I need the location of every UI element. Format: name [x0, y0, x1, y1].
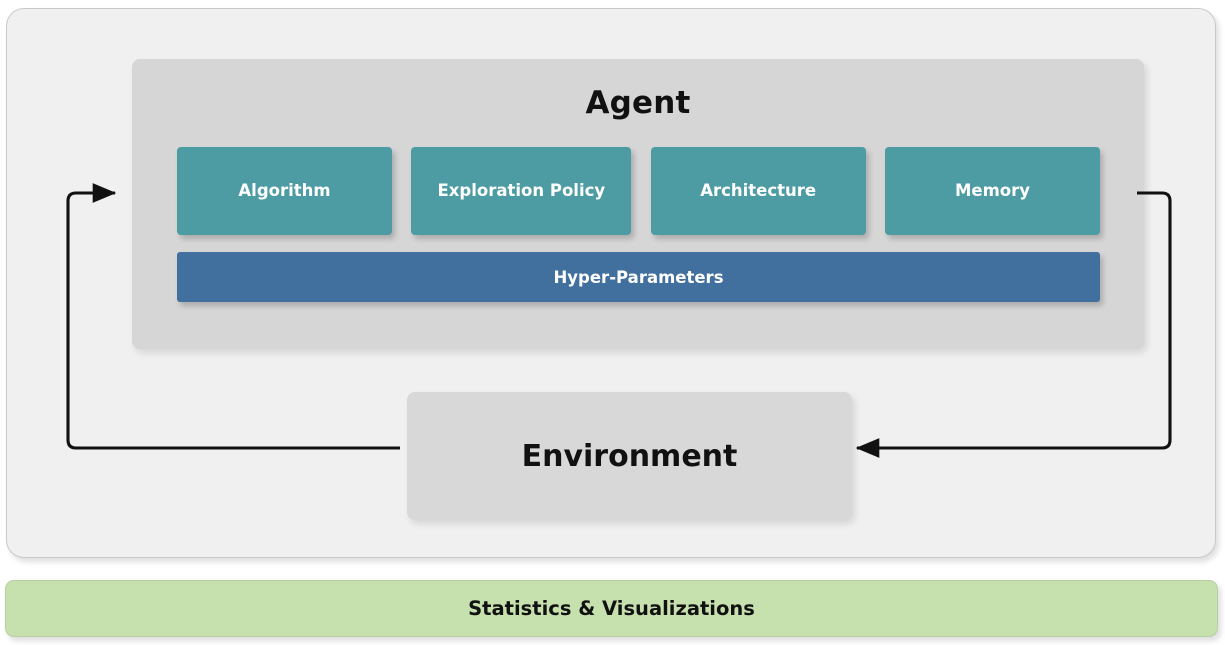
agent-component-memory[interactable]: Memory: [884, 147, 1100, 235]
framework-panel: Agent Algorithm Exploration Policy Archi…: [6, 8, 1216, 558]
agent-container[interactable]: Agent Algorithm Exploration Policy Archi…: [132, 59, 1144, 349]
agent-component-algorithm[interactable]: Algorithm: [177, 147, 392, 235]
hyper-parameters-bar[interactable]: Hyper-Parameters: [177, 252, 1100, 302]
agent-component-row: Algorithm Exploration Policy Architectur…: [177, 147, 1100, 235]
agent-component-architecture[interactable]: Architecture: [650, 147, 866, 235]
agent-title: Agent: [585, 85, 691, 121]
environment-box[interactable]: Environment: [407, 392, 852, 520]
statistics-visualizations-bar[interactable]: Statistics & Visualizations: [5, 580, 1218, 637]
agent-component-exploration-policy[interactable]: Exploration Policy: [411, 147, 632, 235]
